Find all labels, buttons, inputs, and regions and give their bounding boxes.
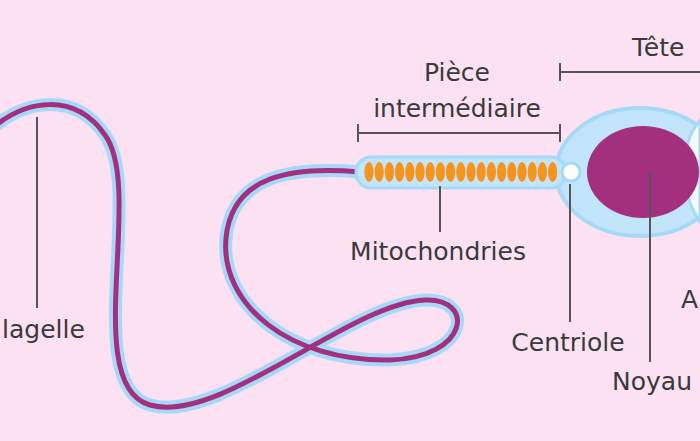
mitochondrion — [466, 162, 475, 182]
mitochondrion — [497, 162, 506, 182]
midpiece — [356, 157, 566, 188]
mitochondrion — [426, 162, 435, 182]
mitochondrion — [548, 162, 557, 182]
part-label: lagelle — [2, 312, 85, 348]
mitochondrion — [507, 162, 516, 182]
mitochondrion — [456, 162, 465, 182]
mitochondria — [364, 162, 557, 182]
mitochondrion — [446, 162, 455, 182]
mitochondrion — [487, 162, 496, 182]
part-label: Mitochondries — [350, 234, 526, 270]
mitochondrion — [538, 162, 547, 182]
mitochondrion — [528, 162, 537, 182]
mitochondrion — [415, 162, 424, 182]
part-label: Pièce intermédiaire — [342, 55, 572, 128]
mitochondrion — [405, 162, 414, 182]
part-label: Noyau — [612, 364, 692, 400]
mitochondrion — [477, 162, 486, 182]
mitochondrion — [385, 162, 394, 182]
mitochondrion — [517, 162, 526, 182]
mitochondrion — [395, 162, 404, 182]
mitochondrion — [375, 162, 384, 182]
part-label: A — [681, 282, 698, 318]
mitochondrion — [436, 162, 445, 182]
centriole — [562, 163, 580, 181]
mitochondrion — [364, 162, 373, 182]
part-label: Centriole — [511, 325, 624, 361]
part-label: Tête — [632, 30, 684, 66]
leader-lines — [37, 117, 650, 362]
nucleus — [587, 126, 699, 218]
head — [556, 108, 700, 236]
